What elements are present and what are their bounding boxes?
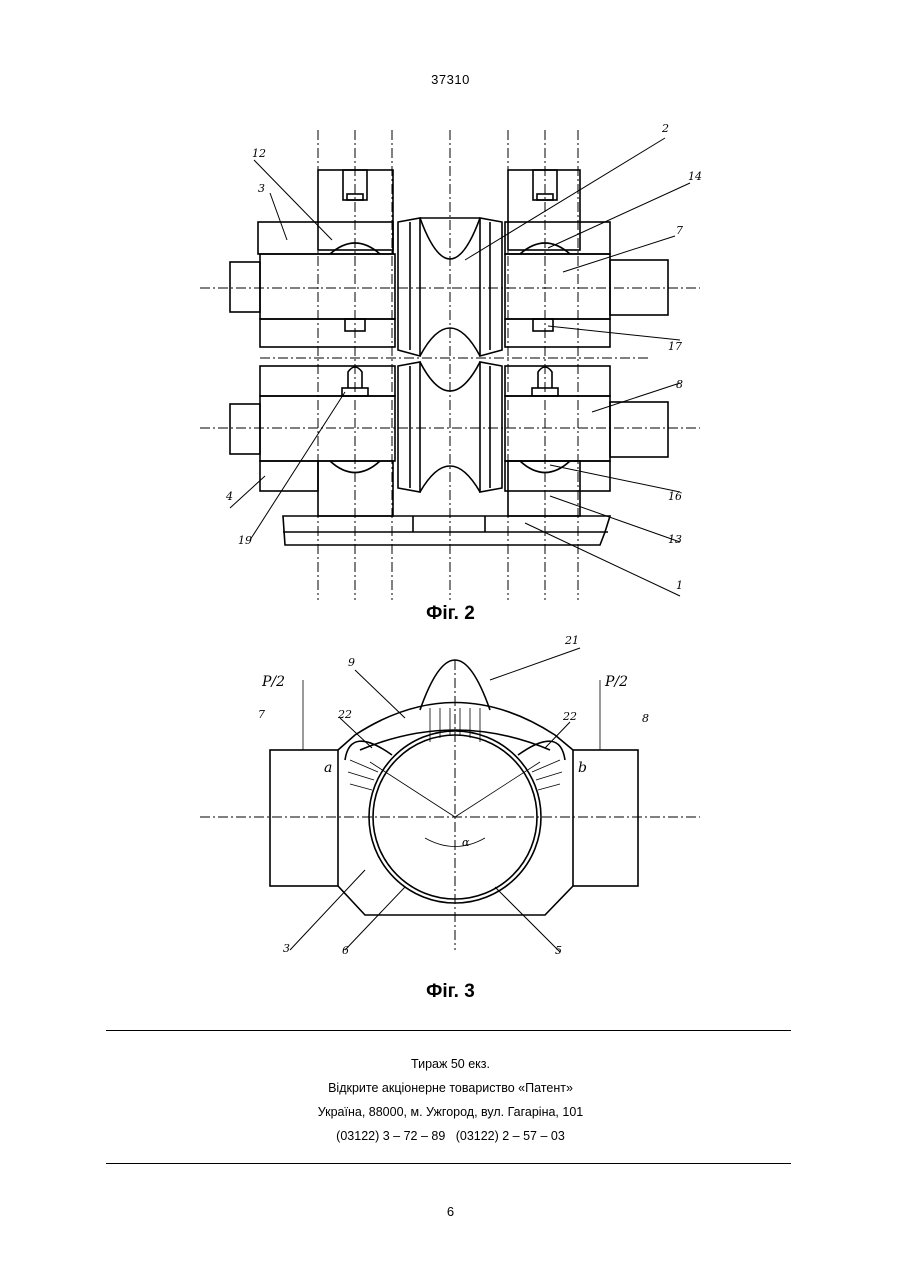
fig2-label-12: 12: [252, 147, 266, 160]
page-number: 6: [0, 1204, 901, 1219]
fig2-label-4: 4: [225, 490, 233, 503]
fig2-label-19: 19: [238, 534, 252, 547]
fig2-label-14: 14: [688, 170, 702, 183]
fig2-label-13: 13: [668, 533, 682, 546]
fig2-label-1: 1: [676, 579, 683, 592]
figure-3-caption: Фіг. 3: [0, 981, 901, 1003]
fig3-label-b: b: [578, 760, 587, 776]
fig2-label-8: 8: [676, 378, 683, 391]
fig3-label-21: 21: [564, 634, 579, 647]
imprint-phones: (03122) 3 – 72 – 89 (03122) 2 – 57 – 03: [0, 1124, 901, 1148]
fig2-label-3: 3: [258, 182, 265, 195]
fig3-label-22-right: 22: [562, 710, 577, 723]
imprint-block: Тираж 50 екз. Відкрите акціонерне товари…: [0, 1052, 901, 1148]
fig3-label-alpha: α: [462, 836, 470, 849]
fig3-label-7: 7: [258, 708, 265, 721]
fig3-label-22-left: 22: [337, 708, 352, 721]
fig2-label-2: 2: [661, 122, 669, 135]
fig2-label-16: 16: [668, 490, 682, 503]
fig3-label-p-left: P/2: [261, 674, 285, 690]
fig3-label-p-right: P/2: [604, 674, 628, 690]
figure-2-drawing: 12 3 2 14 7 17 8 16 13 1 4 19: [0, 0, 901, 620]
imprint-publisher: Відкрите акціонерне товариство «Патент»: [0, 1076, 901, 1100]
fig3-label-9: 9: [348, 656, 355, 669]
figure-2-caption: Фіг. 2: [0, 603, 901, 625]
fig3-label-a: a: [324, 760, 332, 776]
fig3-label-3: 3: [283, 942, 290, 955]
figure-3-drawing: P/2 P/2 9 21 22 22 7 8 a b α 3 6 5: [0, 630, 901, 970]
imprint-print-run: Тираж 50 екз.: [0, 1052, 901, 1076]
fig3-label-6: 6: [342, 944, 349, 957]
bottom-divider: [106, 1163, 791, 1164]
top-divider: [106, 1030, 791, 1031]
fig3-label-8: 8: [642, 712, 649, 725]
imprint-address: Україна, 88000, м. Ужгород, вул. Гагарін…: [0, 1100, 901, 1124]
fig2-label-7: 7: [676, 224, 683, 237]
fig2-label-17: 17: [668, 340, 682, 353]
fig3-label-5: 5: [555, 944, 562, 957]
